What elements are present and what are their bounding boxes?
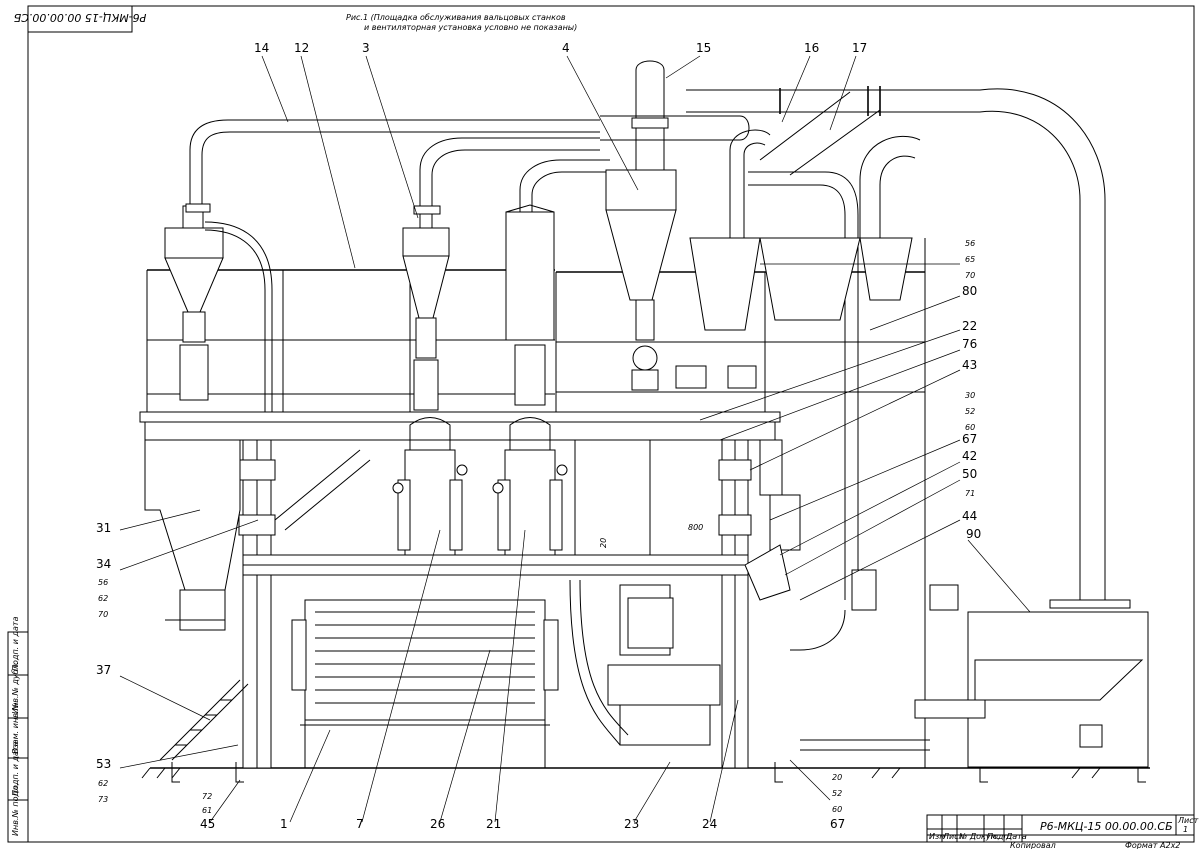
callout-14: 14: [254, 41, 269, 55]
format-label: Формат: [1125, 841, 1158, 849]
format-value: А2х2: [1159, 841, 1180, 849]
stamp-field-4: Инв.№ дубл.: [11, 662, 20, 714]
figure-caption-line1: Рис.1 (Площадка обслуживания вальцовых с…: [346, 13, 566, 22]
callout-r-67: 67: [962, 432, 977, 446]
callout-l-45: 45: [200, 817, 215, 831]
callout-l-70: 70: [98, 610, 108, 619]
dimension-20: 20: [599, 538, 608, 548]
title-col-date: Дата: [1005, 832, 1027, 841]
callout-b-21: 21: [486, 817, 501, 831]
callout-r-80: 80: [962, 284, 977, 298]
drawing-code-rotated: Р6-МКЦ-15 00.00.00.СБ: [14, 11, 147, 24]
callout-r-56: 56: [965, 239, 975, 248]
stamp-field-3: Взам. инв.№: [11, 702, 20, 754]
machine-drawing: 800 20: [139, 60, 1150, 783]
sheet-label: Лист: [1177, 816, 1199, 825]
callout-l-31: 31: [96, 521, 111, 535]
callout-l-61: 61: [202, 806, 212, 815]
title-col-sign: Подп.: [987, 832, 1011, 841]
stamp-field-1: Инв.№ подл.: [11, 783, 20, 836]
figure-caption-line2: и вентиляторная установка условно не пок…: [364, 23, 577, 32]
drawing-frame: [27, 5, 1195, 843]
callout-leaders: [119, 55, 1031, 823]
callout-r-65: 65: [965, 255, 975, 264]
top-left-code-box: [27, 5, 133, 33]
side-stamp: Инв.№ подл. Подп. и дата Взам. инв.№ Инв…: [7, 616, 29, 843]
callout-l-37: 37: [96, 663, 111, 677]
sheet-number: 1: [1183, 825, 1188, 834]
callouts-left: 31 34 56 62 70 37 53 62 73 72 61 45: [96, 521, 215, 831]
callout-l-34: 34: [96, 557, 111, 571]
callout-12: 12: [294, 41, 309, 55]
title-col-doc: № Докум.: [958, 832, 999, 841]
callout-l-56: 56: [98, 578, 108, 587]
stamp-field-5: Подп. и дата: [11, 616, 20, 671]
title-col-list: Лист: [942, 832, 964, 841]
callout-l-53: 53: [96, 757, 111, 771]
callouts-right: 56 65 70 80 22 76 43 30 52 60 67 42 50 7…: [962, 239, 981, 541]
title-block: Изм Лист № Докум. Подп. Дата Р6-МКЦ-15 0…: [926, 814, 1199, 849]
callout-r-76: 76: [962, 337, 977, 351]
callout-l-62: 62: [98, 594, 108, 603]
callout-r-90: 90: [966, 527, 981, 541]
callout-r-52: 52: [965, 407, 975, 416]
callout-r-60: 60: [965, 423, 975, 432]
callout-b-20: 20: [832, 773, 842, 782]
callout-b-7: 7: [356, 817, 364, 831]
callout-l-72: 72: [202, 792, 212, 801]
callout-15: 15: [696, 41, 711, 55]
callout-r-71: 71: [965, 489, 975, 498]
callout-b-52: 52: [832, 789, 842, 798]
callout-r-22: 22: [962, 319, 977, 333]
callout-r-50: 50: [962, 467, 977, 481]
callout-b-1: 1: [280, 817, 288, 831]
callout-16: 16: [804, 41, 819, 55]
callout-r-42: 42: [962, 449, 977, 463]
callout-b-60: 60: [832, 805, 842, 814]
callout-b-26: 26: [430, 817, 445, 831]
callout-r-30: 30: [965, 391, 975, 400]
callout-l-62b: 62: [98, 779, 108, 788]
callout-3: 3: [362, 41, 370, 55]
callout-r-44: 44: [962, 509, 977, 523]
title-col-izm: Изм: [929, 832, 945, 841]
callouts-top: 14 12 3 4 15 16 17: [254, 41, 867, 55]
title-block-code: Р6-МКЦ-15 00.00.00.СБ: [1040, 820, 1173, 833]
copied-label: Копировал: [1010, 841, 1056, 849]
stamp-field-2: Подп. и дата: [11, 741, 20, 796]
callouts-bottom: 1 7 26 21 23 24 20 52 60 67: [280, 773, 845, 831]
callout-b-24: 24: [702, 817, 717, 831]
callout-l-73: 73: [98, 795, 108, 804]
callout-r-70: 70: [965, 271, 975, 280]
dimension-800: 800: [688, 523, 703, 532]
callout-b-67: 67: [830, 817, 845, 831]
callout-17: 17: [852, 41, 867, 55]
callout-r-43: 43: [962, 358, 977, 372]
callout-b-23: 23: [624, 817, 639, 831]
callout-4: 4: [562, 41, 570, 55]
